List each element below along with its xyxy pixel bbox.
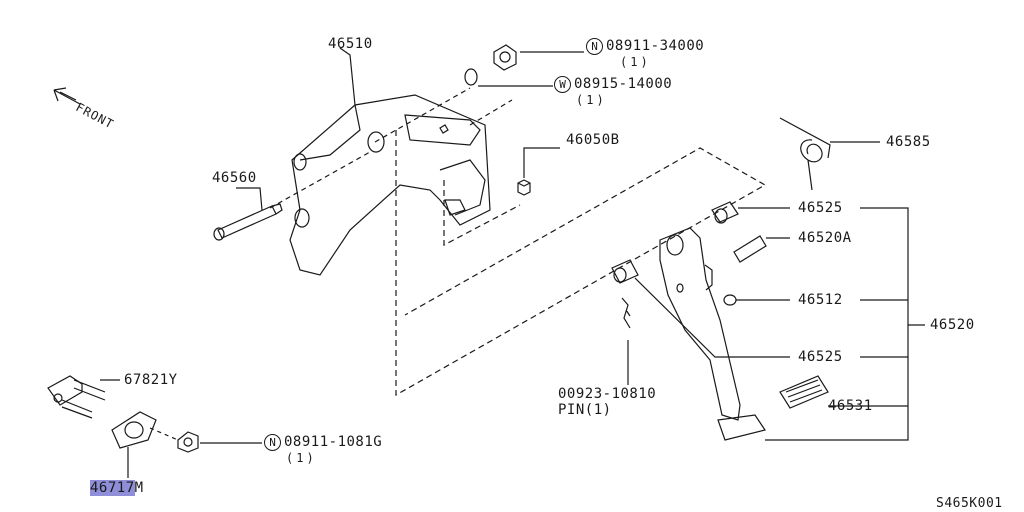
spring-drawing (779, 117, 831, 191)
bolt-drawing (213, 203, 283, 241)
stopper-rubber-drawing (723, 294, 737, 306)
gasket-drawing (111, 411, 157, 449)
figure-code: S465K001 (936, 496, 1003, 511)
front-arrow-icon (53, 87, 81, 105)
label-gasket[interactable]: 46717M (90, 480, 144, 496)
nut-bottom-prefix-icon: N (264, 434, 281, 451)
label-bolt-plate[interactable]: 67821Y (124, 372, 178, 388)
label-bushing-upper[interactable]: 46525 (798, 200, 843, 216)
label-pin-qty: PIN(1) (558, 402, 612, 418)
label-nut-top-qty: (1) (620, 55, 651, 69)
gasket-suffix: M (134, 480, 144, 496)
label-spring[interactable]: 46585 (886, 134, 931, 150)
label-pin[interactable]: 00923-10810 (558, 386, 657, 402)
bushing-upper-drawing (711, 201, 739, 223)
label-washer[interactable]: 08915-14000 (574, 76, 673, 92)
label-washer-qty: (1) (576, 93, 607, 107)
label-stopper[interactable]: 46050B (566, 132, 620, 148)
washer-drawing (464, 68, 478, 86)
stopper-drawing (517, 179, 531, 196)
pin-drawing (621, 297, 631, 329)
label-nut-bottom[interactable]: 08911-1081G (284, 434, 383, 450)
label-stopper-rubber[interactable]: 46512 (798, 292, 843, 308)
label-shaft[interactable]: 46520A (798, 230, 852, 246)
label-bushing-lower[interactable]: 46525 (798, 349, 843, 365)
nut-bottom-drawing (177, 431, 199, 453)
label-pad[interactable]: 46531 (828, 398, 873, 414)
bolt-plate-drawing (47, 375, 106, 419)
shaft-drawing (733, 235, 767, 263)
label-pedal-assy[interactable]: 46520 (930, 317, 975, 333)
washer-prefix-icon: W (554, 76, 571, 93)
nut-top-drawing (493, 44, 517, 71)
label-nut-bottom-qty: (1) (286, 451, 317, 465)
label-bracket[interactable]: 46510 (328, 36, 373, 52)
nut-top-prefix-icon: N (586, 38, 603, 55)
bushing-lower-drawing (611, 259, 639, 284)
label-nut-top[interactable]: 08911-34000 (606, 38, 705, 54)
gasket-highlight: 46717 (90, 480, 135, 496)
pad-drawing (779, 375, 829, 409)
label-bolt[interactable]: 46560 (212, 170, 257, 186)
pedal-arm-drawing (659, 227, 766, 441)
bracket-drawing (289, 94, 491, 276)
